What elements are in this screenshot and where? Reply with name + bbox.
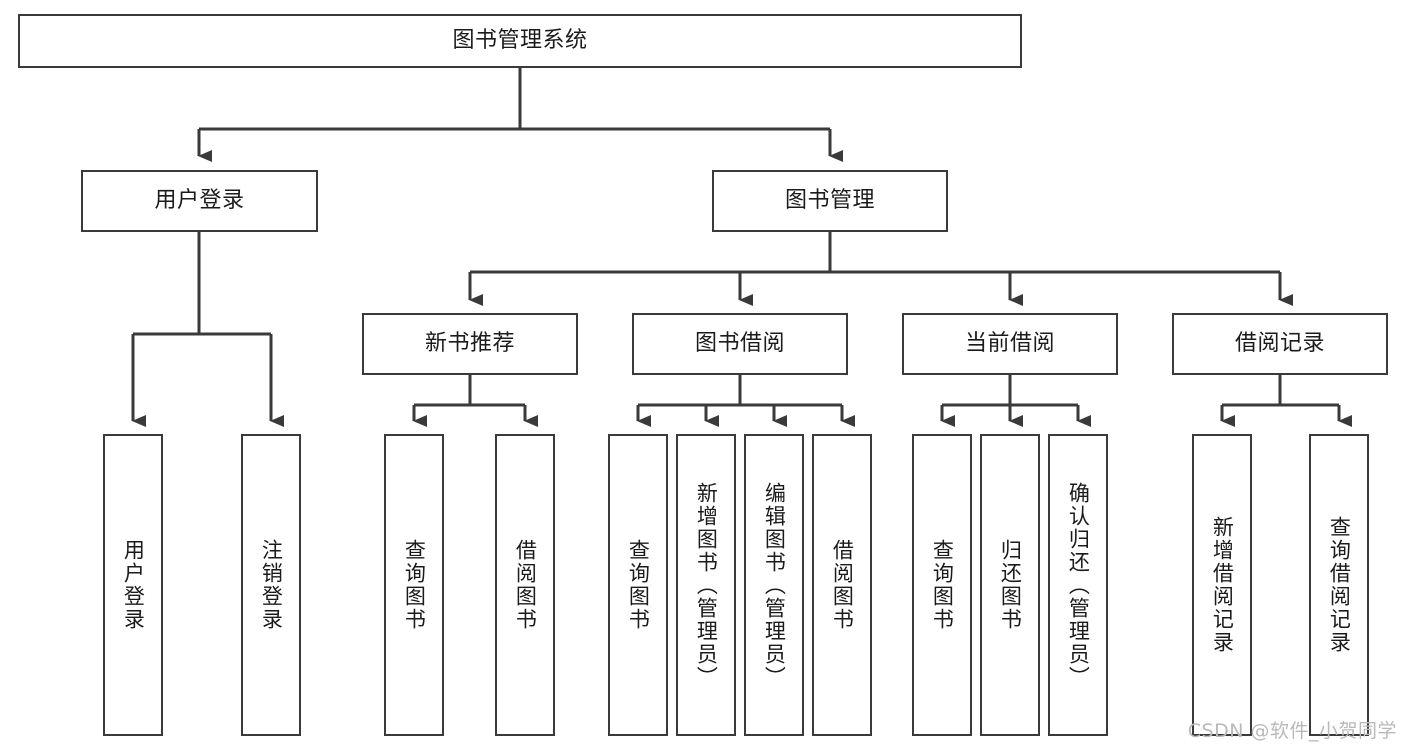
leaf-logout[interactable]: 注销登录 xyxy=(241,434,301,736)
node-new-book-recommend[interactable]: 新书推荐 xyxy=(362,313,578,375)
leaf-return-book[interactable]: 归还图书 xyxy=(980,434,1040,736)
leaf-confirm-return-admin[interactable]: 确认归还（管理员） xyxy=(1048,434,1108,736)
node-label: 图书管理 xyxy=(784,187,875,213)
new-book-leaf-connectors xyxy=(412,375,538,427)
leaf-label: 查询借阅记录 xyxy=(1327,516,1352,654)
node-label: 图书借阅 xyxy=(694,330,785,356)
leaf-label: 确认归还（管理员） xyxy=(1066,481,1091,689)
leaf-label: 归还图书 xyxy=(998,539,1023,631)
leaf-label: 用户登录 xyxy=(121,539,146,631)
node-label: 图书管理系统 xyxy=(452,27,588,53)
leaf-query-borrow-record[interactable]: 查询借阅记录 xyxy=(1309,434,1369,736)
leaf-label: 新增图书（管理员） xyxy=(694,481,719,689)
leaf-query-book-recommend[interactable]: 查询图书 xyxy=(384,434,444,736)
node-current-borrow[interactable]: 当前借阅 xyxy=(902,313,1118,375)
leaf-label: 新增借阅记录 xyxy=(1210,516,1235,654)
borrow-record-leaf-connectors xyxy=(1220,375,1352,427)
leaf-query-book-current[interactable]: 查询图书 xyxy=(912,434,972,736)
leaf-query-book-borrow[interactable]: 查询图书 xyxy=(608,434,668,736)
root-to-level2-connectors xyxy=(197,68,843,162)
node-label: 当前借阅 xyxy=(964,330,1055,356)
user-login-leaf-connectors xyxy=(131,232,284,427)
leaf-borrow-book[interactable]: 借阅图书 xyxy=(812,434,872,736)
leaf-add-book-admin[interactable]: 新增图书（管理员） xyxy=(676,434,736,736)
leaf-label: 借阅图书 xyxy=(513,539,538,631)
node-label: 新书推荐 xyxy=(424,330,515,356)
leaf-label: 注销登录 xyxy=(259,539,284,631)
node-user-login[interactable]: 用户登录 xyxy=(81,170,318,232)
leaf-label: 查询图书 xyxy=(402,539,427,631)
leaf-label: 借阅图书 xyxy=(830,539,855,631)
leaf-borrow-book-recommend[interactable]: 借阅图书 xyxy=(495,434,555,736)
node-borrow-record[interactable]: 借阅记录 xyxy=(1172,313,1388,375)
leaf-edit-book-admin[interactable]: 编辑图书（管理员） xyxy=(744,434,804,736)
book-manage-to-level3-connectors xyxy=(468,232,1293,306)
node-book-borrow[interactable]: 图书借阅 xyxy=(632,313,848,375)
node-label: 借阅记录 xyxy=(1234,330,1325,356)
leaf-label: 查询图书 xyxy=(626,539,651,631)
node-label: 用户登录 xyxy=(154,187,245,213)
leaf-user-login[interactable]: 用户登录 xyxy=(103,434,163,736)
current-borrow-leaf-connectors xyxy=(940,375,1091,427)
node-book-management-system[interactable]: 图书管理系统 xyxy=(18,14,1022,68)
leaf-label: 编辑图书（管理员） xyxy=(762,481,787,689)
leaf-label: 查询图书 xyxy=(930,539,955,631)
node-book-management[interactable]: 图书管理 xyxy=(712,170,948,232)
book-borrow-leaf-connectors xyxy=(636,375,855,427)
leaf-add-borrow-record[interactable]: 新增借阅记录 xyxy=(1192,434,1252,736)
